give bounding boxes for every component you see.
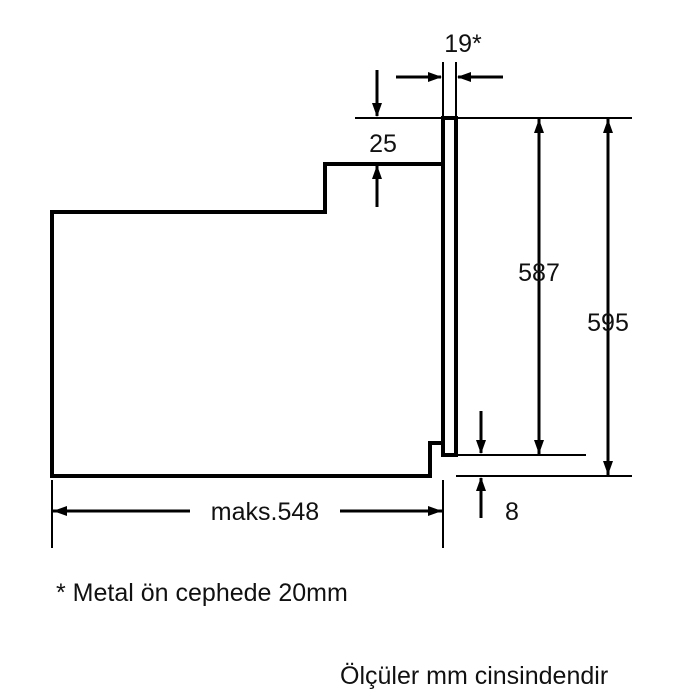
dimension-548: maks.548 <box>52 495 443 527</box>
dimension-label-587: 587 <box>518 259 560 287</box>
dimension-label-595: 595 <box>587 309 629 337</box>
extension-lines <box>51 62 632 548</box>
dimension-label-548: maks.548 <box>211 498 319 526</box>
footnote-metal-front: * Metal ön cephede 20mm <box>56 579 348 607</box>
dimension-19: 19* <box>396 30 503 82</box>
dimension-587: 587 <box>518 118 560 455</box>
dimension-label-8: 8 <box>505 498 519 526</box>
dimension-8: 8 <box>476 411 519 526</box>
dimension-label-19: 19* <box>444 30 482 58</box>
dimension-595: 595 <box>587 118 629 476</box>
oven-door-panel <box>441 116 458 457</box>
dimension-label-25: 25 <box>369 130 397 158</box>
units-note: Ölçüler mm cinsindendir <box>340 662 608 690</box>
dimension-25: 25 <box>369 70 397 207</box>
